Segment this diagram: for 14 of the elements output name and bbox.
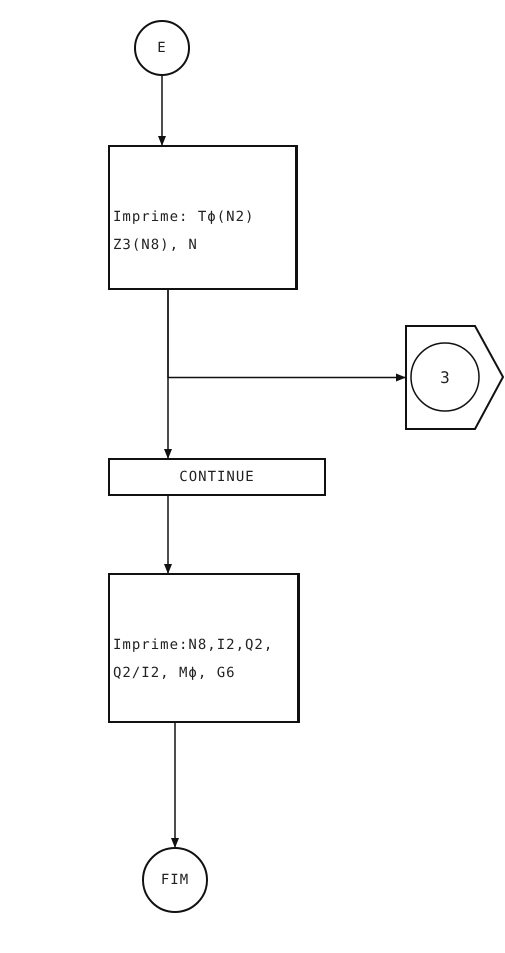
flow-arrow — [164, 496, 172, 574]
node-label: CONTINUE — [179, 468, 255, 487]
node-label: Imprime:N8,I2,Q2, Q2/I2, Mϕ, G6 — [113, 636, 274, 683]
process-box — [108, 458, 326, 496]
flow-arrow — [158, 76, 166, 146]
node-label: E — [157, 39, 167, 58]
process-box — [108, 573, 300, 723]
flow-arrow — [171, 723, 179, 848]
flow-arrow — [164, 290, 172, 459]
node-label: 3 — [440, 366, 451, 388]
off-page-connector — [405, 325, 504, 430]
node-label: Imprime: Tϕ(N2) Z3(N8), N — [113, 208, 256, 255]
node-label: FIM — [160, 871, 190, 890]
process-box — [108, 145, 298, 290]
